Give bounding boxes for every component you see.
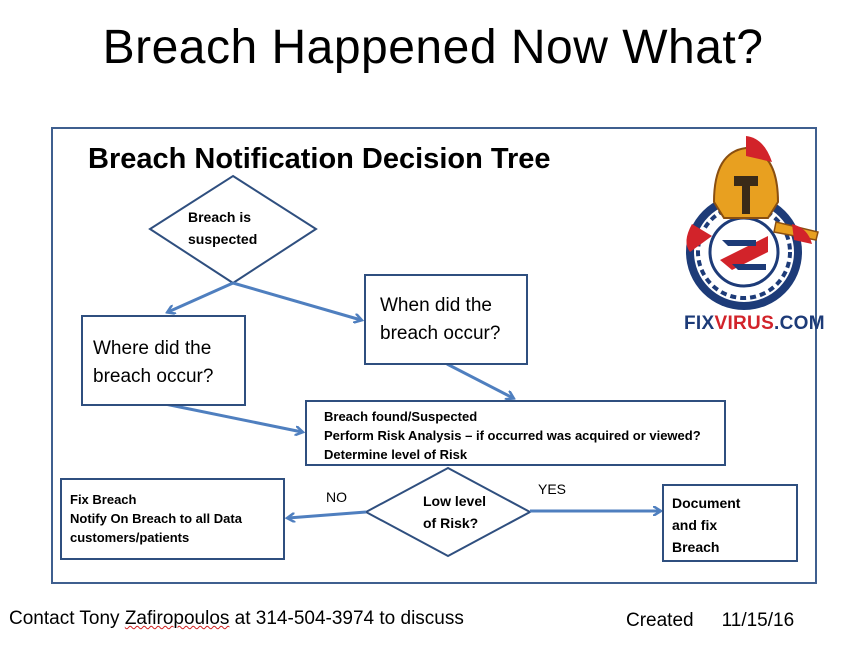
- decision-suspected-text: Breach is suspected: [188, 209, 258, 247]
- decision-low-risk-text: Low level of Risk?: [423, 493, 487, 531]
- diagram-title: Breach Notification Decision Tree: [88, 143, 551, 175]
- node-when: When did the breach occur?: [364, 274, 528, 365]
- edge-label-no: NO: [326, 489, 347, 505]
- fixvirus-logo: [686, 136, 819, 310]
- arrow-where-to-analysis: [164, 402, 302, 432]
- arrow-risk-no-to-fix: [288, 510, 367, 518]
- node-risk-analysis: Breach found/Suspected Perform Risk Anal…: [305, 400, 726, 466]
- created-date: Created 11/15/16: [626, 608, 794, 634]
- contact-name: Zafiropoulos: [124, 608, 230, 629]
- node-document: Document and fix Breach: [662, 484, 798, 562]
- node-where: Where did the breach occur?: [81, 315, 246, 406]
- edge-label-yes: YES: [538, 481, 567, 497]
- arrow-suspected-to-where: [168, 281, 234, 312]
- decision-low-risk-diamond: [363, 466, 533, 558]
- arrow-when-to-analysis: [446, 362, 513, 398]
- diagram-frame: [51, 127, 817, 584]
- contact-info: Contact Tony Zafiropoulos at 314-504-397…: [9, 608, 464, 629]
- arrow-suspected-to-when: [232, 281, 361, 320]
- node-fix-breach: Fix Breach Notify On Breach to all Data …: [60, 478, 285, 560]
- created-value: 11/15/16: [721, 610, 795, 631]
- created-label: Created: [626, 610, 694, 631]
- fixvirus-wordmark: FIXVIRUS.COM: [684, 313, 825, 334]
- slide-title: Breach Happened Now What?: [102, 21, 764, 74]
